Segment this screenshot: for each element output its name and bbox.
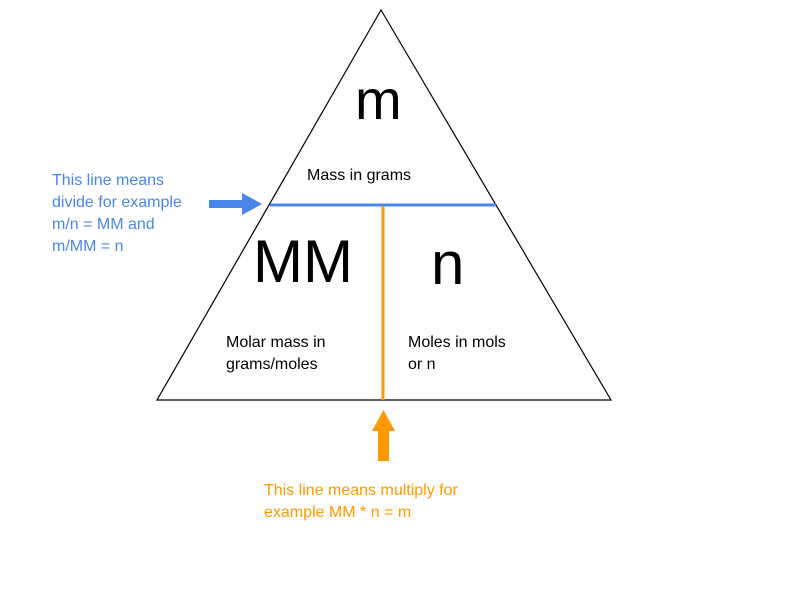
divide-line-note: This line means divide for example m/n =…	[52, 172, 182, 255]
arrow-right-icon	[209, 193, 262, 215]
arrow-up-icon	[372, 410, 395, 461]
moles-symbol: n	[431, 230, 465, 297]
molar-mass-symbol: MM	[253, 228, 353, 295]
mass-symbol: m	[355, 68, 402, 131]
mass-caption: Mass in grams	[307, 167, 412, 184]
molar-mass-caption: Molar mass in grams/moles	[226, 334, 326, 373]
moles-caption: Moles in mols or n	[408, 334, 506, 373]
multiply-line-note: This line means multiply for example MM …	[264, 482, 458, 521]
